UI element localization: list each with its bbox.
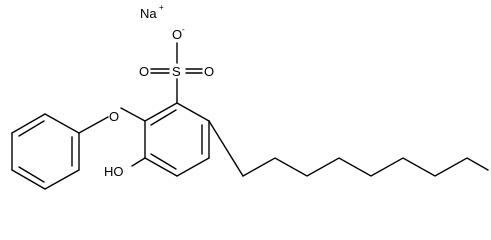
- octyl-chain: [208, 120, 489, 177]
- molecule-structure: Na + O - O S O O: [11, 3, 489, 190]
- sulfonate-oxygen-right: O: [204, 64, 214, 79]
- sodium-charge: +: [159, 3, 164, 12]
- sulfonate-oxygen-top: O: [172, 27, 182, 42]
- sulfonate-bonds: [150, 42, 203, 104]
- hydroxyl-label: HO: [104, 164, 124, 179]
- sulfonate-oxygen-charge: -: [182, 25, 185, 34]
- ether-oxygen: O: [109, 109, 119, 124]
- ether-bonds: [78, 107, 146, 134]
- phenyl-ring: [11, 113, 80, 190]
- central-ring: [144, 102, 210, 177]
- sodium-symbol: Na: [140, 6, 157, 21]
- sulfur-atom: S: [172, 64, 181, 79]
- hydroxyl-bond: [131, 157, 146, 167]
- sulfonate-oxygen-left: O: [139, 64, 149, 79]
- structure-canvas: Na + O - O S O O: [11, 3, 489, 190]
